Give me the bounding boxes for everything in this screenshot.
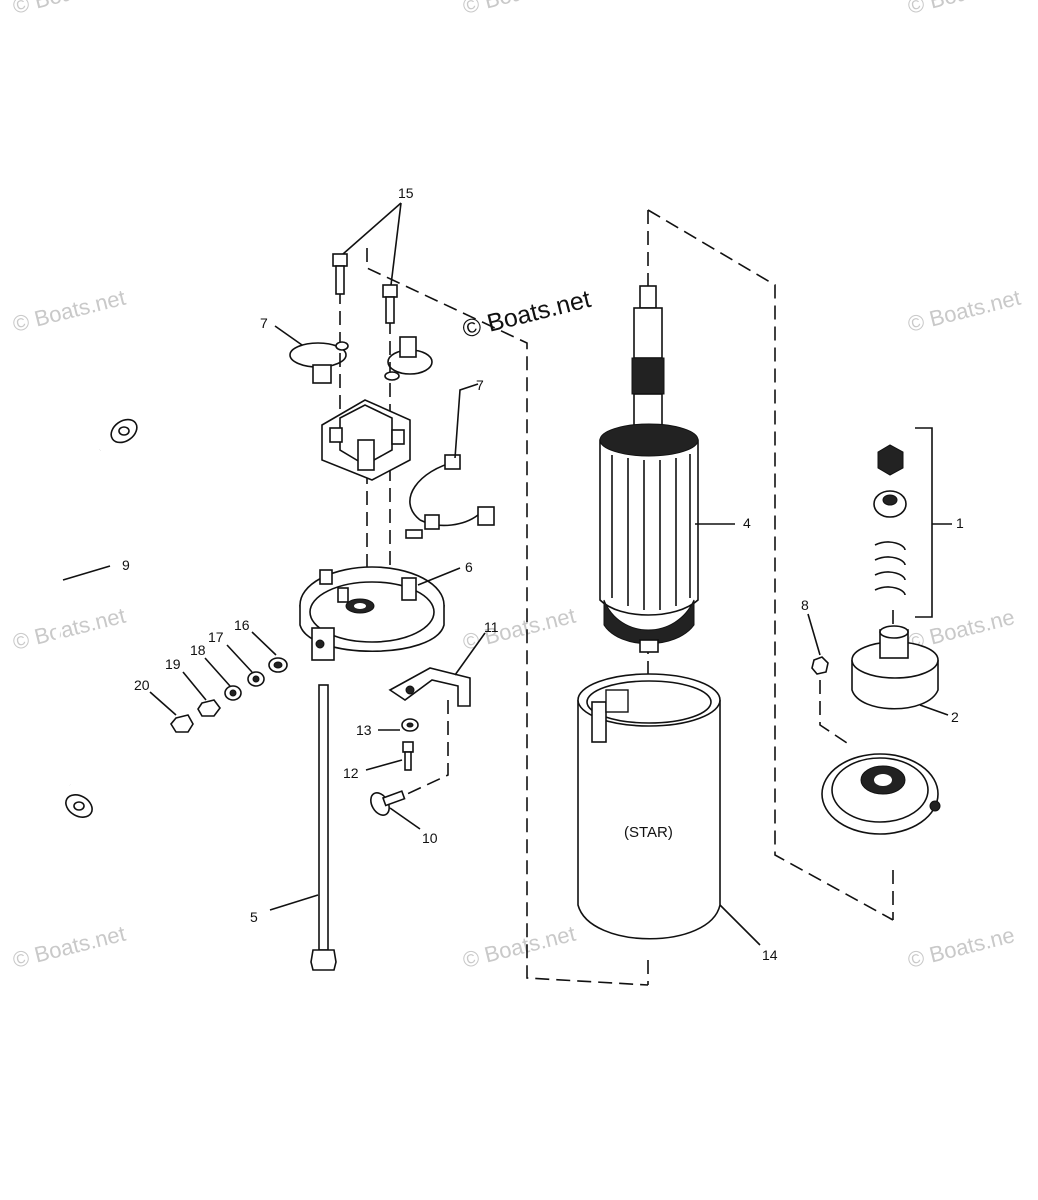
end-cap: [299, 566, 445, 661]
callout-18: 18: [190, 642, 206, 658]
watermark: © Boats.net: [10, 921, 128, 973]
housing-text: (STAR): [624, 824, 673, 841]
terminal-hardware: [170, 657, 288, 733]
leader-lines: [62, 202, 952, 946]
callout-10: 10: [422, 830, 438, 846]
callout-7a: 7: [260, 315, 268, 331]
battery-cable: [55, 418, 138, 818]
pinion-drive: [851, 625, 939, 710]
small-nut: [811, 656, 829, 675]
callout-9: 9: [122, 557, 130, 573]
through-bolt: [310, 684, 337, 971]
watermark: © Boats.net: [460, 921, 578, 973]
callout-2: 2: [951, 709, 959, 725]
watermark: © Boats.net: [10, 603, 128, 655]
callout-5: 5: [250, 909, 258, 925]
bracket-hardware: [370, 718, 419, 816]
callout-6: 6: [465, 559, 473, 575]
watermark-main: © Boats.net: [460, 285, 594, 344]
callout-20: 20: [134, 677, 150, 693]
watermark: © Boats.net: [10, 285, 128, 337]
callout-7b: 7: [476, 377, 484, 393]
callout-17: 17: [208, 629, 224, 645]
callout-13: 13: [356, 722, 372, 738]
watermark: © Boats.ne: [905, 0, 1017, 19]
callout-1: 1: [956, 515, 964, 531]
watermark: © Boats.net: [905, 285, 1023, 337]
callout-4: 4: [743, 515, 751, 531]
callout-12: 12: [343, 765, 359, 781]
motor-housing: (STAR): [577, 673, 721, 940]
brush-holder: [321, 399, 411, 481]
callout-labels: 15 7 7 9 6 4 1 8 2 11 13 12 10 5 14 16 1…: [122, 185, 964, 963]
watermark: © Boats.net: [460, 603, 578, 655]
watermark: © Boats.net: [10, 0, 128, 19]
callout-19: 19: [165, 656, 181, 672]
callout-14: 14: [762, 947, 778, 963]
drive-kit: [873, 427, 933, 618]
screws: [332, 253, 398, 324]
armature: [599, 285, 699, 653]
callout-8: 8: [801, 597, 809, 613]
mounting-bracket: [388, 667, 471, 707]
drive-end-plate: [821, 753, 941, 835]
callout-15: 15: [398, 185, 414, 201]
callout-11: 11: [484, 619, 499, 635]
watermark: © Boats.net: [460, 0, 578, 19]
watermark: © Boats.ne: [905, 922, 1017, 973]
callout-16: 16: [234, 617, 250, 633]
brushes-and-springs: [289, 336, 495, 539]
